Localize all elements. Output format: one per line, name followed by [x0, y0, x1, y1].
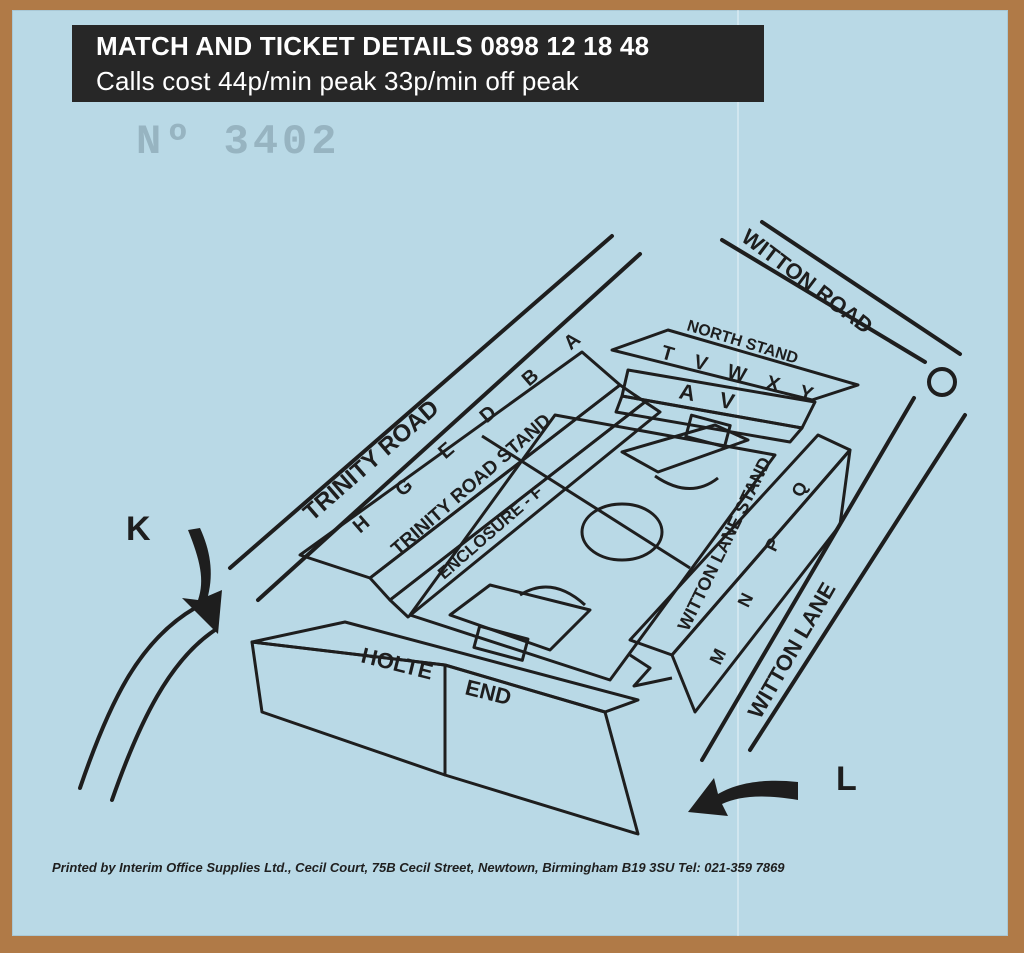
witton-lane-stand: [628, 433, 852, 714]
printer-footer: Printed by Interim Office Supplies Ltd.,…: [52, 860, 785, 875]
enclosure-block: [388, 400, 662, 619]
south-penalty-box: [448, 583, 592, 652]
holte-end: [250, 620, 640, 836]
south-goal: [472, 624, 530, 662]
trinity-road: [228, 234, 642, 602]
centre-circle: [580, 502, 664, 562]
entrance-k-label: K: [126, 510, 151, 548]
witton-lane: [700, 396, 967, 762]
header-title: MATCH AND TICKET DETAILS 0898 12 18 48: [96, 31, 650, 61]
end-label: END: [463, 675, 514, 710]
k-arrow-icon: [182, 528, 222, 634]
trinity-stand-sections: H G E D B A: [349, 317, 599, 538]
entrance-l-label: L: [836, 760, 857, 798]
witton-lane-label: WITTON LANE: [743, 578, 841, 722]
header-call-cost: Calls cost 44p/min peak 33p/min off peak: [96, 66, 580, 96]
info-header: MATCH AND TICKET DETAILS 0898 12 18 48 C…: [72, 25, 764, 102]
ticket: [12, 10, 1008, 936]
k-road: [78, 606, 217, 802]
witton-lane-stand-label: WITTON LANE STAND: [674, 454, 775, 634]
holte-label: HOLTE: [359, 643, 436, 685]
paper-crease: [737, 10, 739, 936]
roundabout: [927, 367, 957, 397]
ghost-serial-number: Nº 3402: [136, 118, 341, 166]
witton-road-label: WITTON ROAD: [737, 224, 878, 339]
north-penalty-box: [620, 423, 750, 474]
l-arrow-icon: [688, 778, 798, 816]
witton-road: [720, 220, 962, 364]
